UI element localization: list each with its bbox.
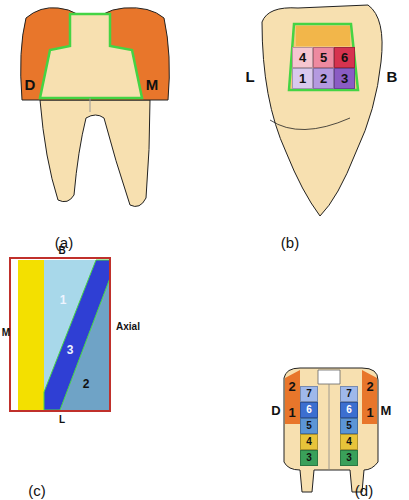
- callout-number: 4: [306, 437, 312, 447]
- cell-box: 4: [300, 434, 318, 450]
- callout-number: 5: [306, 421, 312, 431]
- cell-box: 3: [300, 450, 318, 466]
- panel-caption: (d): [355, 483, 373, 498]
- callout-number: 6: [346, 405, 352, 415]
- callout-number: 3: [341, 72, 348, 85]
- cell-box: 5: [313, 47, 334, 68]
- cell-box: 6: [334, 47, 355, 68]
- cell-box: 5: [300, 418, 318, 434]
- surface-letter: D: [25, 77, 36, 92]
- cell-box: 7: [340, 386, 358, 402]
- surface-letter: M: [2, 328, 10, 338]
- cell-box: 6: [340, 402, 358, 418]
- region-number: 2: [83, 378, 90, 390]
- surface-letter: Axial: [116, 322, 140, 332]
- region-number: 2: [288, 380, 295, 393]
- cell-box: 2: [313, 68, 334, 89]
- surface-letter: B: [58, 246, 65, 256]
- callout-number: 4: [299, 51, 306, 64]
- callout-number: 3: [346, 453, 352, 463]
- surface-letter: M: [381, 404, 392, 417]
- callout-number: 4: [346, 437, 352, 447]
- callout-number: 3: [306, 453, 312, 463]
- wall-section: [10, 258, 110, 411]
- surface-letter: D: [271, 404, 280, 417]
- region-number: 1: [60, 294, 67, 306]
- region-number: 1: [288, 406, 295, 419]
- cell-box: 4: [340, 434, 358, 450]
- cell-box: 3: [340, 450, 358, 466]
- cell-box: 6: [300, 402, 318, 418]
- surface-letter: L: [245, 69, 254, 84]
- surface-letter: M: [146, 77, 159, 92]
- region-number: 3: [67, 344, 74, 356]
- cell-box: 1: [292, 68, 313, 89]
- region-number: 2: [366, 380, 373, 393]
- molar-tooth: [21, 8, 170, 207]
- callout-number: 7: [346, 389, 352, 399]
- callout-number: 5: [346, 421, 352, 431]
- cell-box: 5: [340, 418, 358, 434]
- tooth-section: [284, 368, 378, 492]
- panel-caption: (c): [28, 483, 46, 498]
- premolar-tooth: [262, 5, 382, 216]
- cell-box: 4: [292, 47, 313, 68]
- callout-number: 5: [320, 51, 327, 64]
- callout-number: 6: [341, 51, 348, 64]
- callout-number: 1: [299, 72, 306, 85]
- cell-box: 3: [334, 68, 355, 89]
- panel-caption: (b): [281, 235, 299, 250]
- surface-letter: B: [387, 69, 398, 84]
- surface-letter: L: [59, 415, 65, 425]
- callout-number: 7: [306, 389, 312, 399]
- callout-number: 6: [306, 405, 312, 415]
- region-number: 1: [366, 406, 373, 419]
- cell-box: 7: [300, 386, 318, 402]
- callout-number: 2: [320, 72, 327, 85]
